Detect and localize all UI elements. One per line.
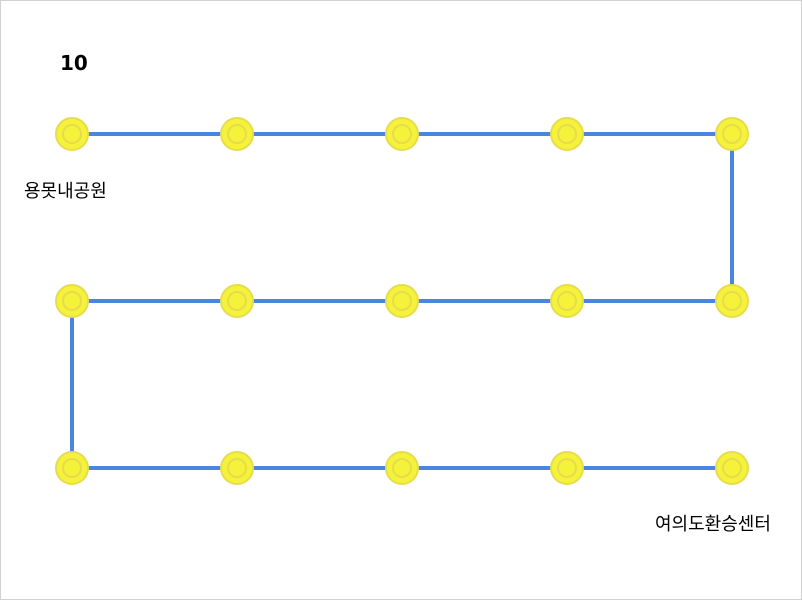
stop-marker <box>220 117 254 151</box>
stop-marker-ring <box>227 458 247 478</box>
stop-marker-ring <box>62 458 82 478</box>
stop-marker-ring <box>722 124 742 144</box>
bus-stop-4[interactable] <box>550 117 584 151</box>
stop-marker <box>550 451 584 485</box>
stop-marker-ring <box>557 124 577 144</box>
stop-marker <box>385 451 419 485</box>
stop-marker <box>550 284 584 318</box>
route-number: 10 <box>60 51 88 75</box>
stop-marker <box>715 284 749 318</box>
stop-marker-ring <box>557 291 577 311</box>
stop-marker <box>385 117 419 151</box>
bus-stop-14[interactable] <box>550 451 584 485</box>
bus-stop-15[interactable] <box>715 451 749 485</box>
stop-marker-ring <box>722 458 742 478</box>
stop-marker-ring <box>227 291 247 311</box>
stop-marker-ring <box>62 291 82 311</box>
stop-marker <box>715 451 749 485</box>
bus-stop-10[interactable] <box>55 284 89 318</box>
stop-marker-ring <box>62 124 82 144</box>
bus-stop-6[interactable] <box>715 284 749 318</box>
bus-stop-8[interactable] <box>385 284 419 318</box>
stop-marker-ring <box>392 124 412 144</box>
stop-marker-ring <box>557 458 577 478</box>
stop-marker <box>220 284 254 318</box>
bus-stop-3[interactable] <box>385 117 419 151</box>
stop-marker <box>220 451 254 485</box>
route-stops <box>55 117 749 485</box>
bus-stop-9[interactable] <box>220 284 254 318</box>
stop-marker <box>55 284 89 318</box>
bus-stop-12[interactable] <box>220 451 254 485</box>
bus-stop-5[interactable] <box>715 117 749 151</box>
bus-stop-1[interactable] <box>55 117 89 151</box>
stop-marker <box>55 117 89 151</box>
stop-marker <box>385 284 419 318</box>
stop-marker-ring <box>722 291 742 311</box>
stop-marker-ring <box>392 291 412 311</box>
bus-stop-2[interactable] <box>220 117 254 151</box>
end-stop-label: 여의도환승센터 <box>655 514 771 535</box>
stop-marker <box>55 451 89 485</box>
bus-stop-11[interactable] <box>55 451 89 485</box>
stop-marker-ring <box>392 458 412 478</box>
stop-marker <box>550 117 584 151</box>
stop-marker-ring <box>227 124 247 144</box>
stop-marker <box>715 117 749 151</box>
start-stop-label: 용못내공원 <box>24 181 107 202</box>
bus-stop-13[interactable] <box>385 451 419 485</box>
bus-stop-7[interactable] <box>550 284 584 318</box>
